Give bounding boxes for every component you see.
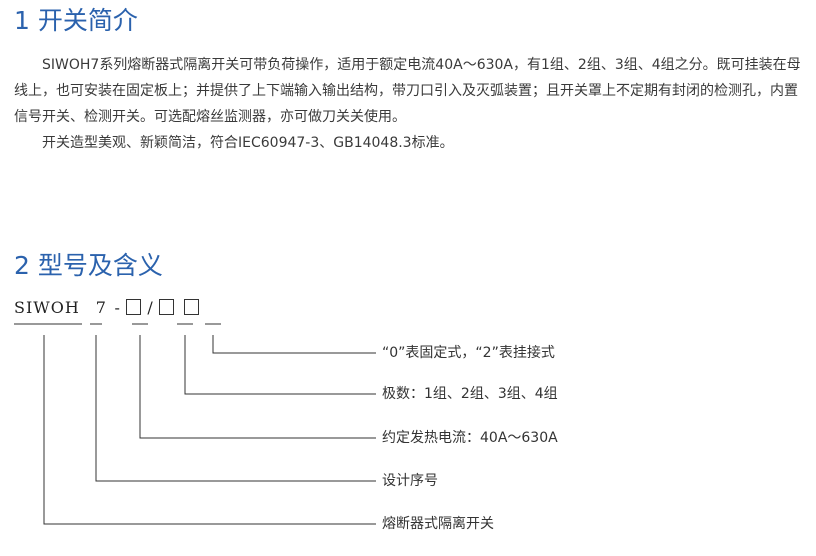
- current-placeholder-box: [126, 299, 142, 315]
- leader-line-type: [43, 335, 376, 525]
- model-slash: /: [147, 298, 154, 317]
- desc-rated-current: 约定发热电流：40A～630A: [382, 430, 558, 446]
- model-code: SIWOH 7- /: [14, 298, 200, 317]
- intro-text: SIWOH7系列熔断器式隔离开关可带负荷操作，适用于额定电流40A～630A，有…: [14, 52, 806, 156]
- desc-poles: 极数：1组、2组、3组、4组: [382, 386, 558, 402]
- leader-line-poles: [184, 335, 376, 395]
- section-1-title: 1 开关简介: [14, 6, 138, 35]
- intro-paragraph-2: 开关造型美观、新颖简洁，符合IEC60947-3、GB14048.3标准。: [42, 135, 454, 151]
- model-dash: -: [114, 298, 121, 317]
- desc-design-number: 设计序号: [382, 473, 438, 489]
- model-design-number: 7: [95, 298, 107, 317]
- section-2-title: 2 型号及含义: [14, 251, 163, 280]
- poles-placeholder-box: [159, 299, 175, 315]
- desc-switch-type: 熔断器式隔离开关: [382, 516, 494, 532]
- leader-line-mount: [212, 335, 376, 354]
- mount-placeholder-box: [184, 299, 200, 315]
- intro-paragraph-1: SIWOH7系列熔断器式隔离开关可带负荷操作，适用于额定电流40A～630A，有…: [14, 57, 801, 125]
- leader-line-current: [139, 335, 376, 439]
- desc-mount-type: “0”表固定式，“2”表挂接式: [382, 345, 555, 361]
- leader-line-design: [95, 335, 376, 482]
- model-prefix: SIWOH: [14, 298, 80, 317]
